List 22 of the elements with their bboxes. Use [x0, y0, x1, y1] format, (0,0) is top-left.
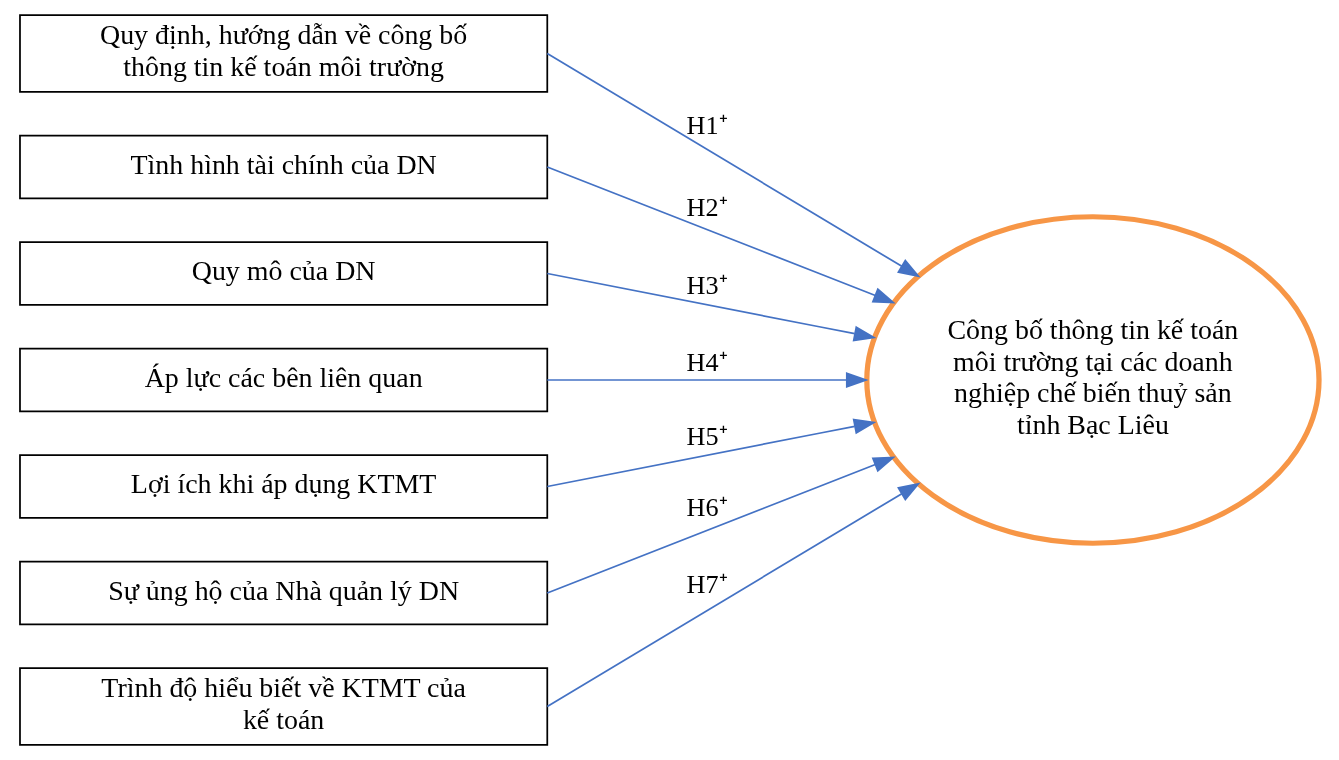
node-box: Trình độ hiểu biết về KTMT của kế toán [19, 667, 549, 746]
edge-label: H2⁺ [686, 192, 728, 222]
arrow [546, 418, 877, 488]
arrow [546, 372, 869, 388]
edge-label: H5⁺ [686, 421, 728, 451]
edge-label: H4⁺ [686, 348, 728, 378]
arrow [546, 166, 896, 304]
edge-label: H7⁺ [686, 570, 728, 600]
node-box: Lợi ích khi áp dụng KTMT [19, 454, 549, 519]
edge-label: H6⁺ [686, 493, 728, 523]
node-box: Quy mô của DN [19, 241, 549, 306]
node-box: Áp lực các bên liên quan [19, 347, 549, 413]
edge-label: H3⁺ [686, 271, 728, 301]
arrow [546, 52, 921, 278]
arrow [546, 482, 921, 708]
node-box: Quy định, hướng dẫn về công bố thông tin kế toán môi trường [19, 14, 549, 93]
arrow [546, 272, 877, 342]
node-box: Sự ủng hộ của Nhà quản lý DN [19, 560, 549, 626]
edge-label: H1⁺ [686, 110, 728, 140]
node-box: Tình hình tài chính của DN [19, 134, 549, 200]
arrow [546, 456, 896, 594]
node-ellipse: Công bố thông tin kế toán môi trường tại các doanh nghiệp chế biến thuỷ sản tỉnh Bạc Liêu [864, 214, 1322, 546]
